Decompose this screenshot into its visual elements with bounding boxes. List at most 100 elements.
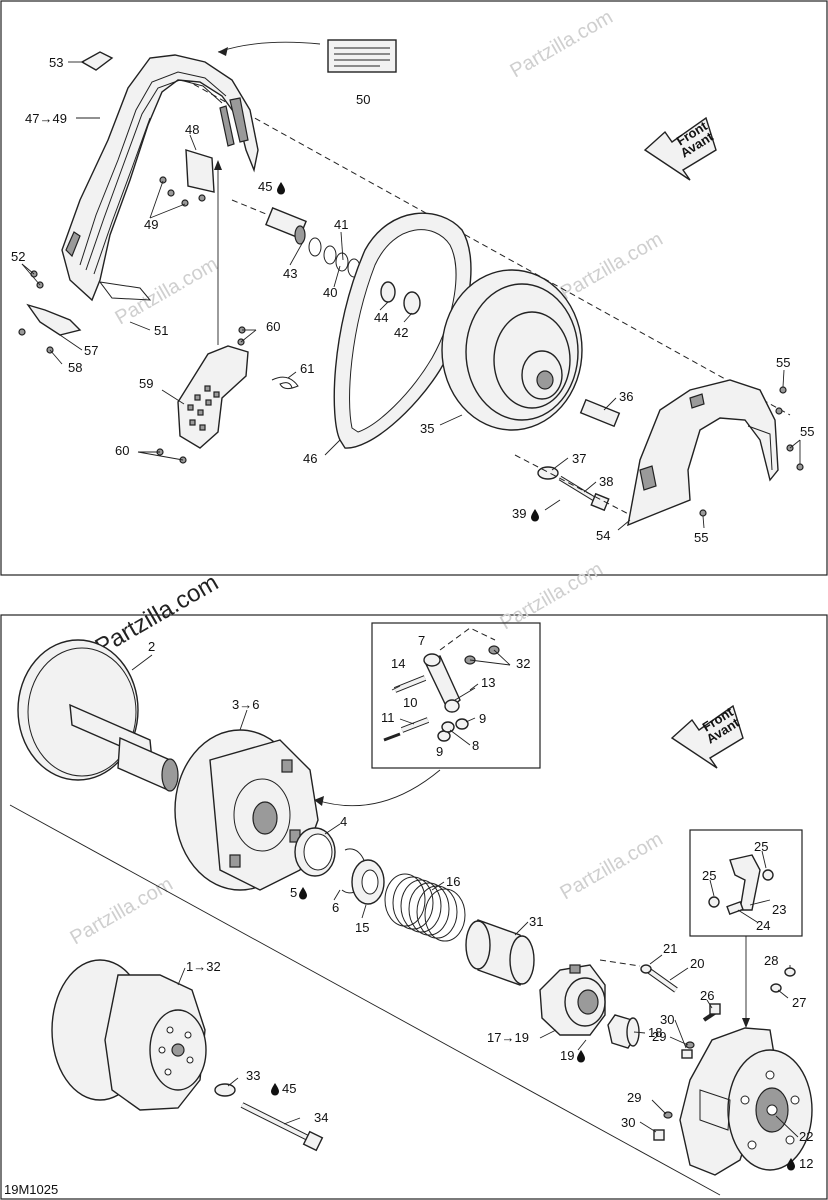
part-4-ring: [294, 827, 336, 877]
svg-text:Partzilla.com: Partzilla.com: [557, 828, 667, 904]
part-37-washer: [537, 466, 559, 480]
label-29a: 29: [652, 1029, 666, 1044]
part-45-shaft: [231, 199, 307, 245]
part-35-driven-pulley: [441, 269, 583, 431]
svg-text:Partzilla.com: Partzilla.com: [557, 228, 667, 304]
label-24: 24: [756, 918, 770, 933]
label-29b: 29: [627, 1090, 641, 1105]
detail-inset-levers: [371, 622, 541, 769]
part-57-bracket: [18, 303, 82, 354]
label-6: 6: [332, 900, 339, 915]
part-31-bushing: [465, 919, 535, 986]
label-16: 16: [446, 874, 460, 889]
part-20-pin: [640, 964, 678, 993]
part-43-40-41-washers: [308, 237, 361, 278]
label-3-6: 3→6: [232, 697, 259, 712]
top-panel-frame: [0, 0, 828, 576]
part-26-screw: [702, 1003, 721, 1022]
assembly-axis-bottom: [9, 804, 721, 1196]
label-55c: 55: [694, 530, 708, 545]
label-31: 31: [529, 914, 543, 929]
part-17-19-spider: [539, 964, 606, 1036]
part-16-spring: [384, 873, 466, 942]
label-32a: 32: [516, 656, 530, 671]
detail-inset-arms: [689, 829, 803, 937]
callout-labels-bottom: 2 3→6 7 14 32 13 10 11 9 9 8 4 5 6 16 15…: [148, 633, 813, 1171]
label-26: 26: [700, 988, 714, 1003]
leader-lines-top: [21, 61, 801, 531]
label-52: 52: [11, 249, 25, 264]
belt-guard: [61, 54, 259, 302]
label-50: 50: [356, 92, 370, 107]
svg-text:Partzilla.com: Partzilla.com: [507, 6, 617, 82]
part-3-6-sliding-sheave: [174, 729, 319, 891]
label-21: 21: [663, 941, 677, 956]
label-9a: 9: [479, 711, 486, 726]
label-15: 15: [355, 920, 369, 935]
callout-labels-top: 53 47→49 50 48 49 45 41 43 40 52 51 44 4…: [11, 55, 814, 545]
label-34: 34: [314, 1110, 328, 1125]
part-33-washer: [214, 1083, 236, 1097]
label-46: 46: [303, 451, 317, 466]
label-19: 19: [560, 1048, 574, 1063]
label-58: 58: [68, 360, 82, 375]
part-22-cover: [679, 1027, 813, 1176]
bottom-panel-frame: [0, 614, 828, 1200]
part-61-clip: [271, 376, 299, 390]
label-20: 20: [690, 956, 704, 971]
leader-50: [217, 41, 321, 53]
label-30b: 30: [621, 1115, 635, 1130]
label-60a: 60: [266, 319, 280, 334]
part-34-bolt: [240, 1102, 324, 1152]
label-35: 35: [420, 421, 434, 436]
svg-text:Partzilla.com: Partzilla.com: [67, 873, 177, 949]
label-4: 4: [340, 814, 347, 829]
label-25a: 25: [754, 839, 768, 854]
part-15-washer: [351, 859, 385, 905]
part-53-clip: [80, 51, 114, 71]
part-48-bracket: [185, 149, 215, 193]
label-8: 8: [472, 738, 479, 753]
label-18: 18: [648, 1025, 662, 1040]
part-1-32-drive-pulley-assembly: [51, 959, 207, 1111]
axis-bolt: [514, 454, 641, 521]
label-22: 22: [799, 1129, 813, 1144]
label-38: 38: [599, 474, 613, 489]
part-55-screws: [699, 386, 804, 517]
label-33: 33: [246, 1068, 260, 1083]
label-37: 37: [572, 451, 586, 466]
leader-inset: [315, 769, 441, 807]
label-40: 40: [323, 285, 337, 300]
part-18-bushing: [607, 1014, 640, 1049]
label-7: 7: [418, 633, 425, 648]
label-51: 51: [154, 323, 168, 338]
label-12: 12: [799, 1156, 813, 1171]
part-49-screws: [159, 176, 206, 207]
label-27: 27: [792, 995, 806, 1010]
arrow-arms: [742, 1018, 750, 1028]
part-54-guard-half: [627, 379, 779, 527]
part-50-decal: [327, 39, 397, 73]
label-11: 11: [381, 710, 395, 725]
diagram-code: 19M1025: [4, 1182, 58, 1197]
label-14: 14: [391, 656, 405, 671]
label-44: 44: [374, 310, 388, 325]
label-55a: 55: [776, 355, 790, 370]
label-2: 2: [148, 639, 155, 654]
part-46-drive-belt: [333, 212, 472, 449]
label-61: 61: [300, 361, 314, 376]
label-59: 59: [139, 376, 153, 391]
label-55b: 55: [800, 424, 814, 439]
label-53: 53: [49, 55, 63, 70]
label-5: 5: [290, 885, 297, 900]
front-direction-arrow-top: Front Avant: [643, 116, 717, 181]
axis-pin: [599, 959, 641, 967]
part-29-30-small: [653, 1041, 695, 1141]
part-28-27-washers: [770, 967, 796, 993]
part-2-fixed-sheave: [17, 639, 179, 792]
label-48: 48: [185, 122, 199, 137]
part-38-bolt: [558, 475, 610, 512]
part-44-42-bushings: [380, 281, 421, 315]
label-45: 45: [258, 179, 272, 194]
